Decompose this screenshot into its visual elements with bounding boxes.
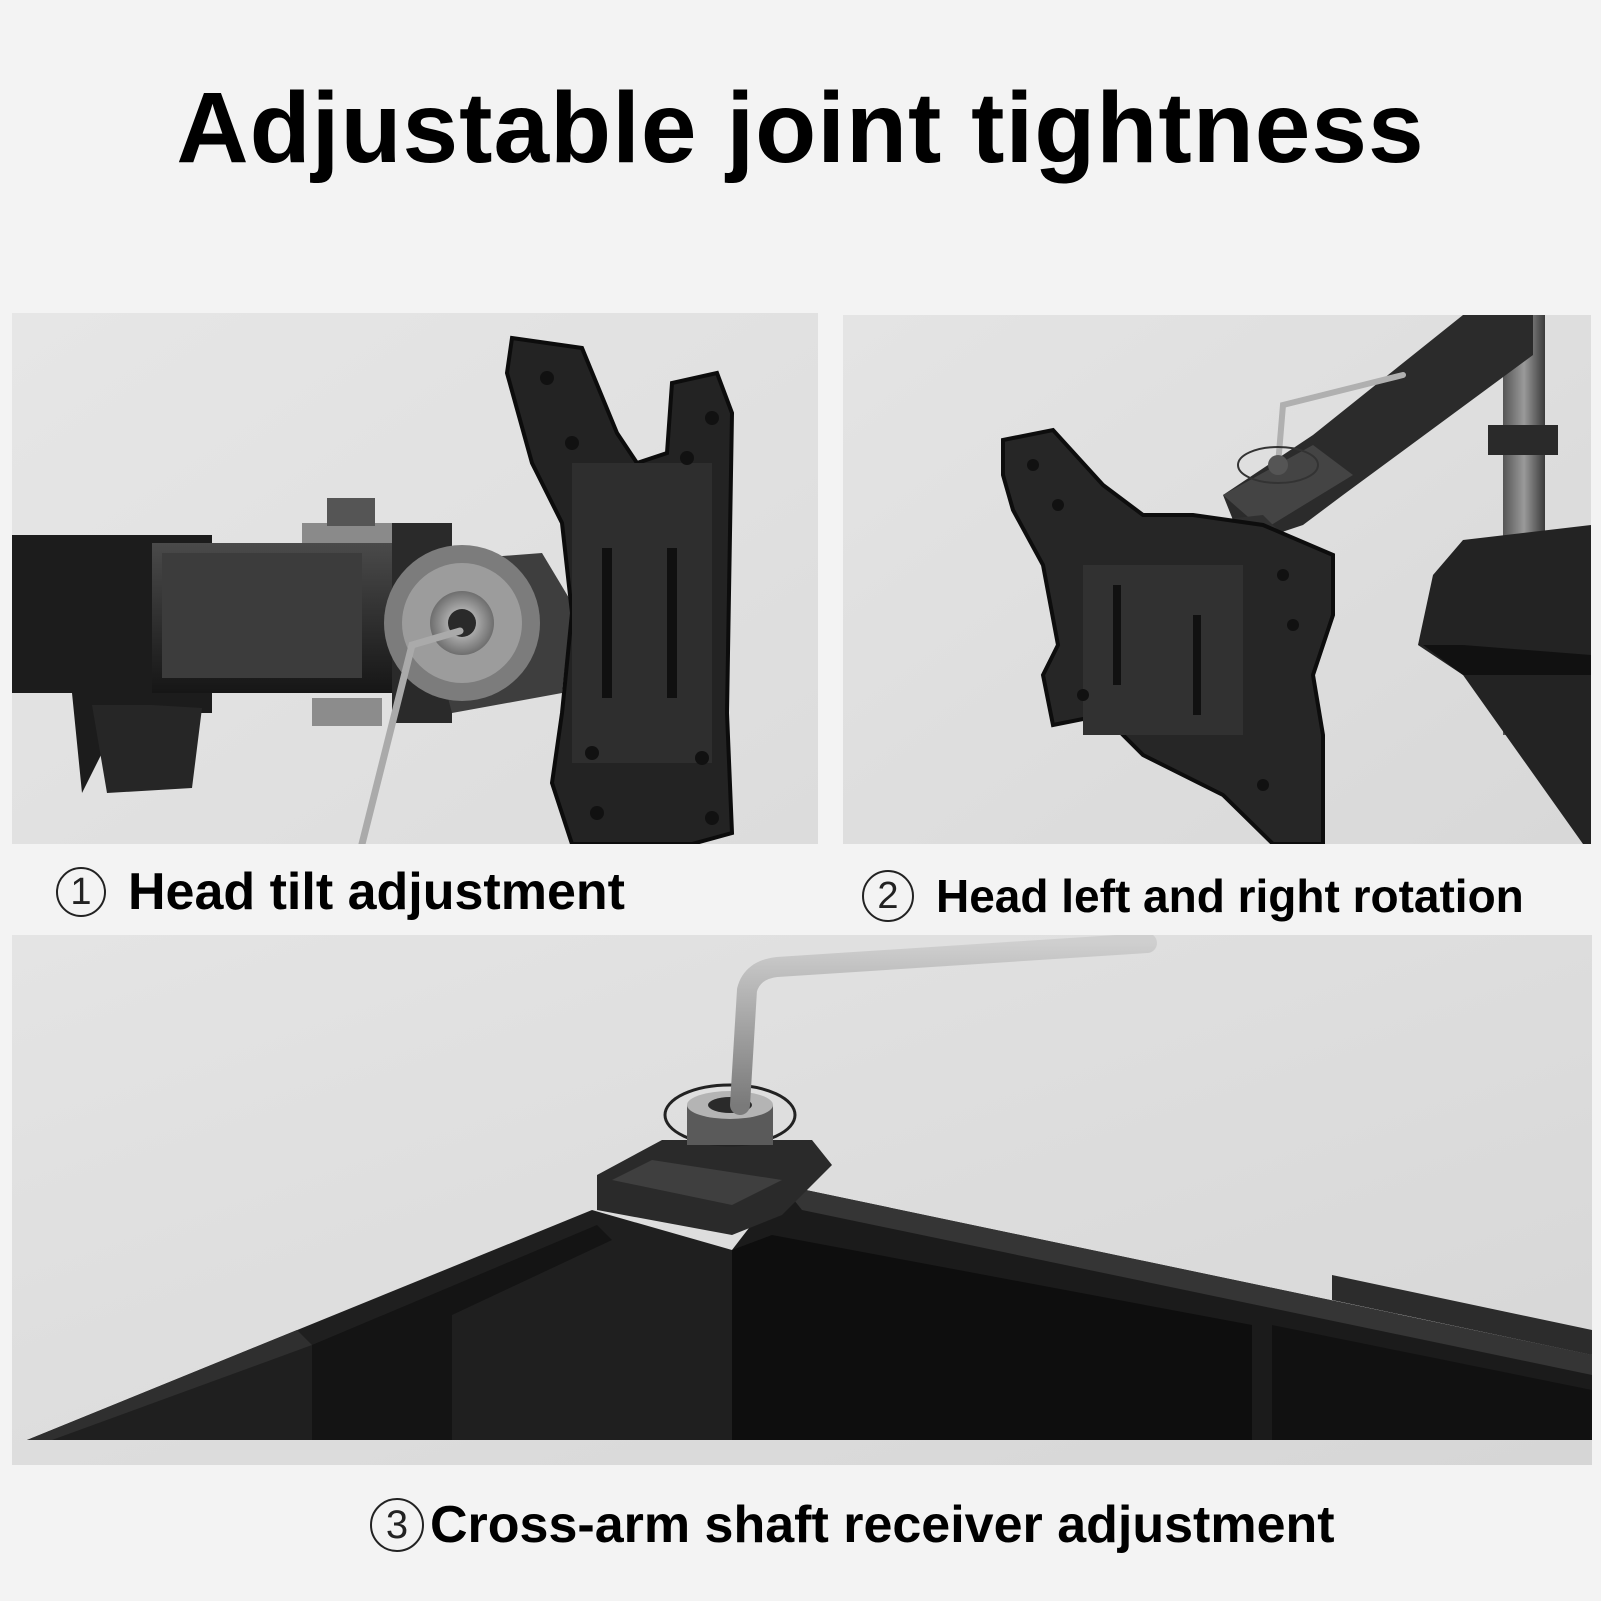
caption-text: Head left and right rotation bbox=[936, 870, 1524, 922]
step-number-badge: 1 bbox=[56, 867, 106, 917]
photo-cross-arm-shaft bbox=[12, 935, 1592, 1465]
step-number-badge: 3 bbox=[370, 1498, 424, 1552]
photo-head-tilt bbox=[12, 313, 818, 844]
cross-arm-shaft-illustration bbox=[12, 935, 1592, 1465]
caption-head-rotation: 2 Head left and right rotation bbox=[862, 870, 1524, 922]
head-rotation-illustration bbox=[843, 315, 1591, 844]
caption-text: Head tilt adjustment bbox=[128, 863, 625, 921]
photo-head-rotation bbox=[843, 315, 1591, 844]
page-title: Adjustable joint tightness bbox=[176, 72, 1425, 184]
caption-head-tilt: 1 Head tilt adjustment bbox=[56, 866, 625, 918]
step-number-badge: 2 bbox=[862, 870, 914, 922]
caption-text: Cross-arm shaft receiver adjustment bbox=[430, 1496, 1335, 1554]
head-tilt-illustration bbox=[12, 313, 818, 844]
caption-cross-arm-shaft: 3 Cross-arm shaft receiver adjustment bbox=[370, 1498, 1335, 1552]
